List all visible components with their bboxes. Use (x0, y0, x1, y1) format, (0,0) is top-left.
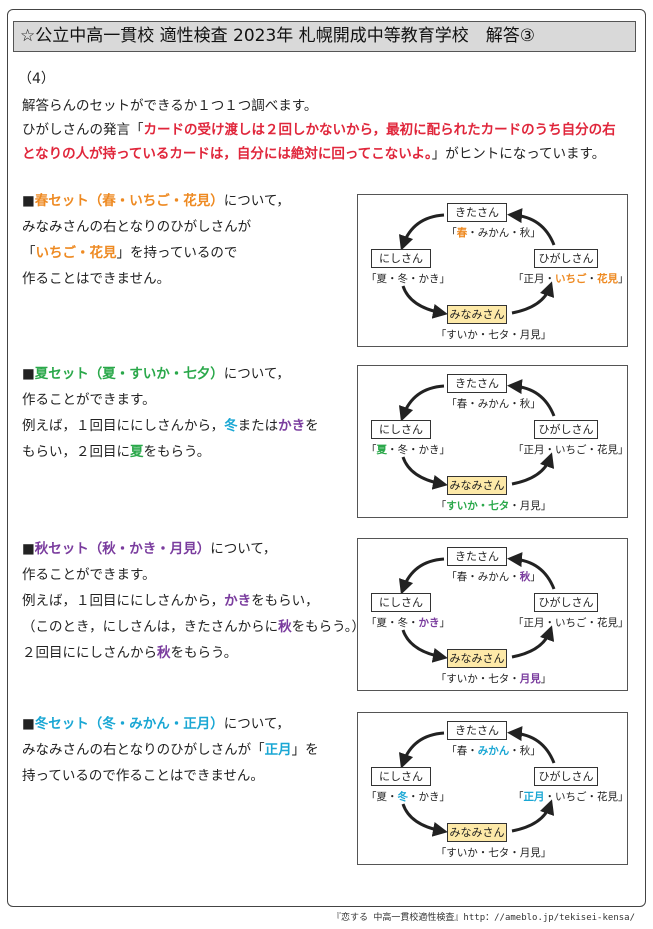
arrow-nishi-to-minami (401, 285, 448, 319)
cards-higashi: 「正月・いちご・花見」 (513, 444, 629, 456)
cards-nishi: 「夏・冬・かき」 (366, 444, 450, 456)
arrows (398, 552, 556, 663)
arrow-kita-to-nishi (398, 731, 445, 769)
section-title: ■秋セット（秋・かき・月見）について， (22, 541, 277, 557)
intro-quote-open: ひがしさんの発言「 (22, 122, 144, 138)
section-line: 作ることはできません。 (22, 271, 171, 287)
section-line: 例えば，１回目ににしさんから，かきをもらい， (22, 593, 319, 609)
cards-higashi: 「正月・いちご・花見」 (513, 617, 629, 629)
arrows (398, 208, 556, 319)
section-autumn: ■秋セット（秋・かき・月見）について， 作ることができます。 例えば，１回目にに… (22, 536, 366, 666)
arrow-higashi-to-kita (507, 726, 556, 764)
page-title: ☆公立中高一貫校 適性検査 2023年 札幌開成中等教育学校 解答③ (13, 21, 636, 52)
page-frame (7, 9, 646, 907)
section-line: 作ることができます。 (22, 392, 156, 408)
arrow-higashi-to-kita (507, 208, 556, 246)
person-kita: きたさん (447, 721, 507, 740)
section-line: 作ることができます。 (22, 567, 156, 583)
arrow-minami-to-higashi (511, 799, 555, 833)
exchange-diagram-autumn: きたさん「春・みかん・秋」にしさん「夏・冬・かき」 ひがしさん「正月・いちご・花見… (357, 538, 629, 691)
exchange-diagram-winter: きたさん「春・みかん・秋」にしさん「夏・冬・かき」 ひがしさん「正月・いちご・花見… (357, 712, 629, 865)
section-line: ２回目ににしさんから秋をもらう。 (22, 645, 238, 661)
footer-credit: 『恋する 中高一貫校適性検査』http：//ameblo.jp/tekisei-… (332, 913, 635, 923)
question-number: （4） (18, 71, 55, 87)
arrow-higashi-to-kita (507, 552, 556, 590)
section-winter: ■冬セット（冬・みかん・正月）について， みなみさんの右となりのひがしさんが「正… (22, 711, 352, 789)
person-higashi: ひがしさん (534, 767, 598, 786)
person-kita: きたさん (447, 374, 507, 393)
person-higashi: ひがしさん (534, 420, 598, 439)
exchange-diagram-spring: きたさん「春・みかん・秋」にしさん「夏・冬・かき」 ひがしさん「正月・いちご・花見… (357, 194, 629, 347)
hint-text-2: となりの人が持っているカードは，自分には絶対に回ってこないよ。 (22, 146, 432, 162)
section-line: みなみさんの右となりのひがしさんが (22, 219, 252, 235)
cards-nishi: 「夏・冬・かき」 (366, 617, 450, 629)
intro-text: 解答らんのセットができるか１つ１つ調べます。 ひがしさんの発言「カードの受け渡し… (22, 94, 634, 166)
cards-kita: 「春・みかん・秋」 (446, 398, 541, 410)
hint-text-1: カードの受け渡しは２回しかないから，最初に配られたカードのうち自分の右 (143, 122, 616, 138)
section-line: もらい，２回目に夏をもらう。 (22, 444, 211, 460)
cards-higashi: 「正月・いちご・花見」 (513, 273, 629, 285)
person-kita: きたさん (447, 203, 507, 222)
arrow-minami-to-higashi (511, 281, 555, 315)
arrow-kita-to-nishi (398, 213, 445, 251)
person-nishi: にしさん (371, 767, 431, 786)
section-title: ■春セット（春・いちご・花見）について， (22, 193, 290, 209)
arrow-nishi-to-minami (401, 629, 448, 663)
intro-line-2: ひがしさんの発言「カードの受け渡しは２回しかないから，最初に配られたカードのうち… (22, 118, 634, 142)
section-line: 持っているので作ることはできません。 (22, 768, 264, 784)
section-title: ■夏セット（夏・すいか・七夕）について， (22, 366, 290, 382)
section-spring: ■春セット（春・いちご・花見）について， みなみさんの右となりのひがしさんが 「… (22, 188, 352, 292)
person-nishi: にしさん (371, 593, 431, 612)
cards-kita: 「春・みかん・秋」 (446, 745, 541, 757)
section-line: みなみさんの右となりのひがしさんが「正月」を (22, 742, 319, 758)
cards-nishi: 「夏・冬・かき」 (366, 791, 450, 803)
arrow-nishi-to-minami (401, 456, 448, 490)
cards-minami: 「すいか・七タ・月見」 (435, 673, 552, 685)
person-higashi: ひがしさん (534, 249, 598, 268)
arrows (398, 379, 556, 490)
intro-quote-close: 」がヒントになっています。 (431, 146, 606, 162)
person-minami: みなみさん (447, 305, 507, 324)
intro-line-1: 解答らんのセットができるか１つ１つ調べます。 (22, 98, 318, 114)
person-higashi: ひがしさん (534, 593, 598, 612)
cards-minami: 「すいか・七タ・月見」 (435, 847, 552, 859)
person-kita: きたさん (447, 547, 507, 566)
cards-minami: 「すいか・七タ・月見」 (435, 500, 552, 512)
cards-higashi: 「正月・いちご・花見」 (513, 791, 629, 803)
person-nishi: にしさん (371, 420, 431, 439)
section-line: 「いちご・花見」を持っているので (22, 245, 238, 261)
cards-minami: 「すいか・七タ・月見」 (435, 329, 552, 341)
arrow-kita-to-nishi (398, 384, 445, 422)
section-line: 例えば，１回目ににしさんから，冬またはかきを (22, 418, 319, 434)
person-minami: みなみさん (447, 476, 507, 495)
cards-kita: 「春・みかん・秋」 (446, 571, 541, 583)
exchange-diagram-summer: きたさん「春・みかん・秋」にしさん「夏・冬・かき」 ひがしさん「正月・いちご・花見… (357, 365, 629, 518)
section-summer: ■夏セット（夏・すいか・七夕）について， 作ることができます。 例えば，１回目に… (22, 361, 352, 465)
arrow-minami-to-higashi (511, 625, 555, 659)
cards-kita: 「春・みかん・秋」 (446, 227, 541, 239)
arrow-higashi-to-kita (507, 379, 556, 417)
person-minami: みなみさん (447, 649, 507, 668)
section-title: ■冬セット（冬・みかん・正月）について， (22, 716, 290, 732)
arrow-minami-to-higashi (511, 452, 555, 486)
cards-nishi: 「夏・冬・かき」 (366, 273, 450, 285)
intro-line-3: となりの人が持っているカードは，自分には絶対に回ってこないよ。」がヒントになって… (22, 142, 634, 166)
arrows (398, 726, 556, 837)
person-minami: みなみさん (447, 823, 507, 842)
arrow-kita-to-nishi (398, 557, 445, 595)
section-line: （このとき，にしさんは，きたさんからに秋をもらう。） (22, 619, 366, 635)
arrow-nishi-to-minami (401, 803, 448, 837)
person-nishi: にしさん (371, 249, 431, 268)
